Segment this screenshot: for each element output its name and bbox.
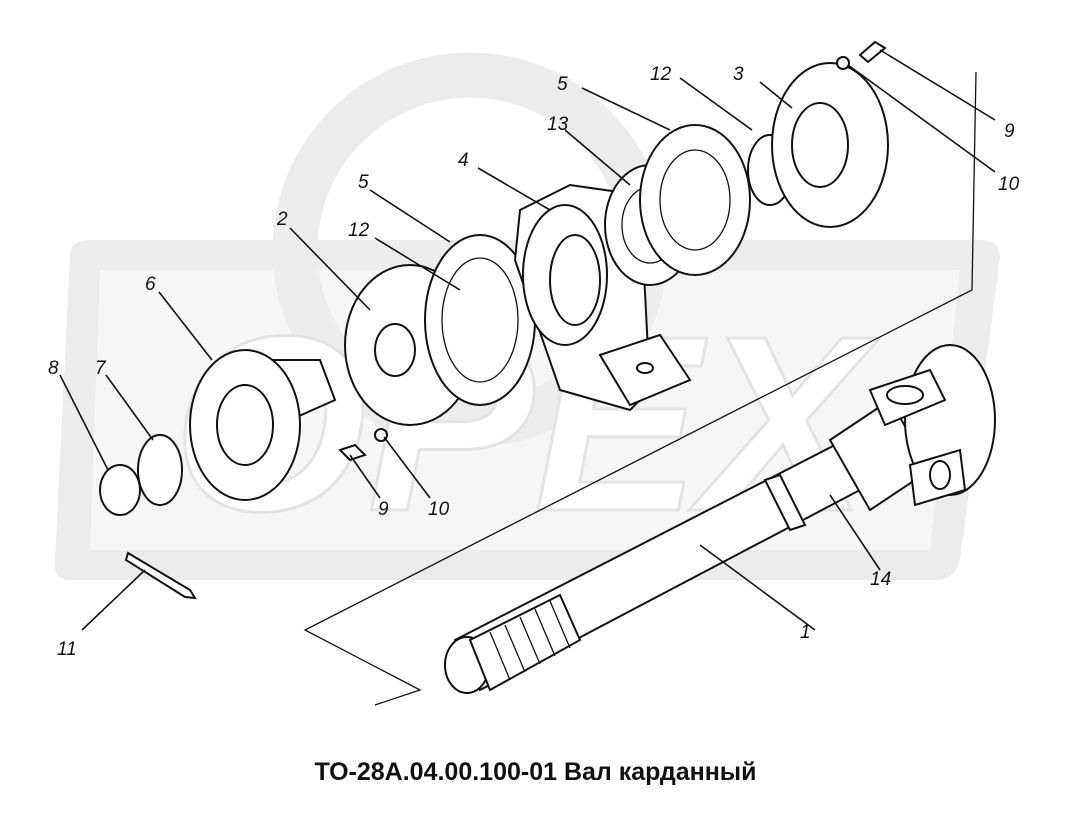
callout-12-lower: 12 (348, 220, 370, 241)
callout-12-upper: 12 (650, 64, 672, 85)
callout-5-upper: 5 (557, 74, 568, 95)
callout-11: 11 (57, 639, 77, 660)
part-7-washer (137, 434, 183, 506)
callout-2: 2 (276, 209, 288, 230)
callout-7: 7 (95, 358, 107, 379)
callout-4: 4 (458, 150, 469, 171)
assembly-outline (303, 71, 977, 706)
part-14-universal-joint (828, 344, 996, 512)
callout-13: 13 (547, 114, 569, 135)
part-6-splined-flange (189, 349, 337, 501)
callout-1: 1 (800, 622, 811, 643)
leader-lines (59, 49, 996, 631)
callout-8: 8 (48, 358, 59, 379)
part-9-bolt-lower (338, 443, 367, 462)
callout-labels: 1 2 3 4 5 5 6 7 8 9 9 10 10 11 12 12 13 … (48, 64, 1020, 660)
callout-6: 6 (145, 274, 156, 295)
part-5-gasket-upper (639, 124, 751, 276)
part-10-washer-upper (836, 56, 850, 70)
part-9-bolt-upper (858, 40, 887, 64)
part-3-cover-flange (771, 62, 889, 228)
diagram-caption: ТО-28А.04.00.100-01 Вал карданный (314, 758, 757, 786)
part-8-castle-nut (99, 464, 141, 516)
callout-10-upper: 10 (998, 174, 1020, 195)
callout-10-lower: 10 (428, 499, 450, 520)
callout-3: 3 (733, 64, 744, 85)
callout-9-lower: 9 (378, 499, 389, 520)
callout-14: 14 (870, 569, 891, 590)
part-11-cotter-pin (124, 551, 197, 600)
callout-5-lower: 5 (358, 172, 369, 193)
part-1-shaft (444, 443, 862, 694)
callout-9-upper: 9 (1004, 121, 1015, 142)
